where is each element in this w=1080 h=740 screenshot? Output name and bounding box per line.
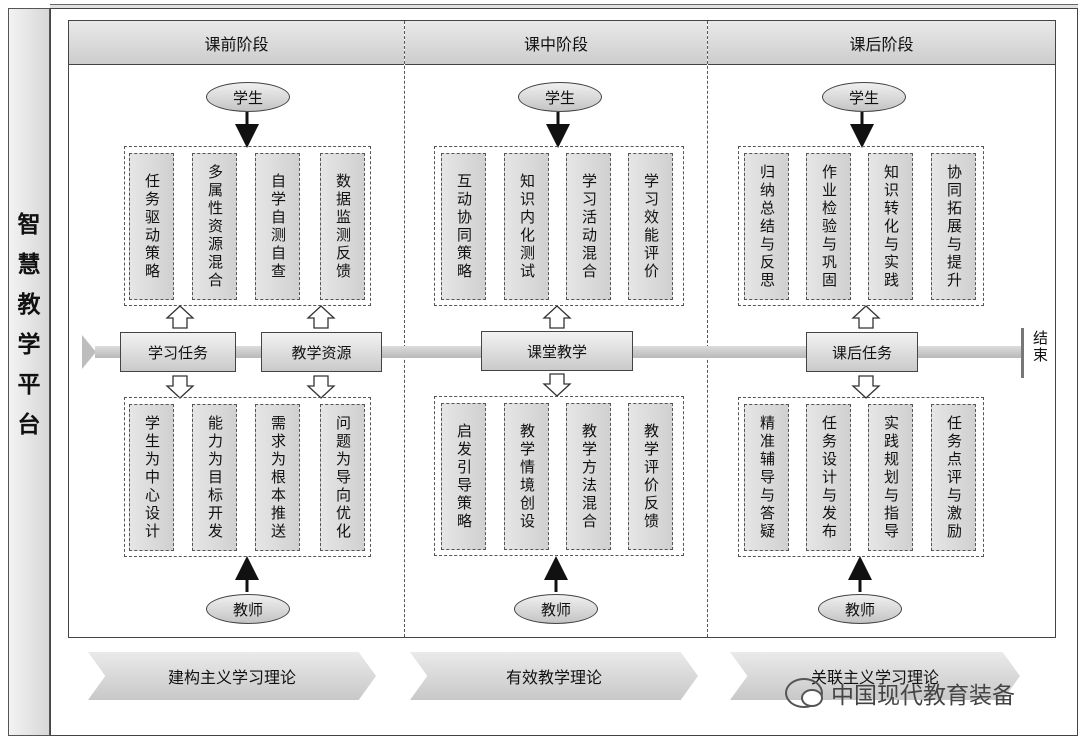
strategy-cell: 多属性资源混合: [192, 153, 237, 300]
end-label: 结束: [1031, 330, 1049, 364]
strategy-cell: 教学情境创设: [504, 403, 549, 550]
teacher-pill: 教师: [514, 594, 598, 624]
pre-class-top-group: [124, 146, 371, 306]
node-classroom-teaching: 课堂教学: [481, 331, 633, 371]
theory-banner-constructivism: 建构主义学习理论: [88, 652, 376, 700]
strategy-cell: 任务点评与激励: [931, 404, 976, 551]
stage-divider: [404, 21, 405, 637]
node-teaching-resource: 教学资源: [261, 332, 382, 372]
strategy-cell: 需求为根本推送: [255, 404, 300, 551]
student-pill: 学生: [518, 82, 602, 112]
strategy-cell: 自学自测自查: [255, 153, 300, 300]
strategy-cell: 协同拓展与提升: [931, 153, 976, 300]
timeline-end-marker: [1021, 328, 1024, 378]
student-pill: 学生: [822, 82, 906, 112]
strategy-cell: 学生为中心设计: [129, 404, 174, 551]
stage-divider: [707, 21, 708, 637]
theory-banner-effective-teaching: 有效教学理论: [410, 652, 698, 700]
student-pill: 学生: [206, 82, 290, 112]
theory-banner-connectivism: 关联主义学习理论: [730, 652, 1020, 700]
platform-top-edge: [50, 4, 1078, 10]
in-class-top-group: [434, 146, 684, 306]
node-learning-task: 学习任务: [120, 332, 236, 372]
platform-title: 智慧教学平台: [17, 212, 41, 438]
in-class-bottom-group: [434, 396, 684, 556]
teacher-pill: 教师: [818, 594, 902, 624]
timeline-start-arrow: [82, 335, 96, 369]
strategy-cell: 学习效能评价: [628, 153, 673, 300]
header-pre-class: 课前阶段: [69, 21, 404, 65]
strategy-cell: 教学方法混合: [566, 403, 611, 550]
strategy-cell: 数据监测反馈: [320, 153, 365, 300]
strategy-cell: 任务驱动策略: [129, 153, 174, 300]
strategy-cell: 实践规划与指导: [868, 404, 913, 551]
strategy-cell: 知识转化与实践: [868, 153, 913, 300]
strategy-cell: 作业检验与巩固: [806, 153, 851, 300]
node-after-class-task: 课后任务: [806, 332, 918, 372]
platform-side: [8, 8, 50, 736]
strategy-cell: 互动协同策略: [441, 153, 486, 300]
post-class-bottom-group: [738, 397, 984, 557]
strategy-cell: 启发引导策略: [441, 403, 486, 550]
strategy-cell: 学习活动混合: [566, 153, 611, 300]
strategy-cell: 知识内化测试: [504, 153, 549, 300]
teacher-pill: 教师: [206, 594, 290, 624]
strategy-cell: 问题为导向优化: [320, 404, 365, 551]
strategy-cell: 任务设计与发布: [806, 404, 851, 551]
strategy-cell: 能力为目标开发: [192, 404, 237, 551]
watermark-text: 中国现代教育装备: [831, 683, 1015, 709]
wechat-icon: [785, 678, 823, 708]
post-class-top-group: [738, 146, 984, 306]
header-post-class: 课后阶段: [708, 21, 1055, 65]
header-in-class: 课中阶段: [405, 21, 707, 65]
strategy-cell: 归纳总结与反思: [744, 153, 789, 300]
watermark: 中国现代教育装备: [785, 676, 1015, 710]
strategy-cell: 精准辅导与答疑: [744, 404, 789, 551]
pre-class-bottom-group: [124, 397, 371, 557]
strategy-cell: 教学评价反馈: [628, 403, 673, 550]
